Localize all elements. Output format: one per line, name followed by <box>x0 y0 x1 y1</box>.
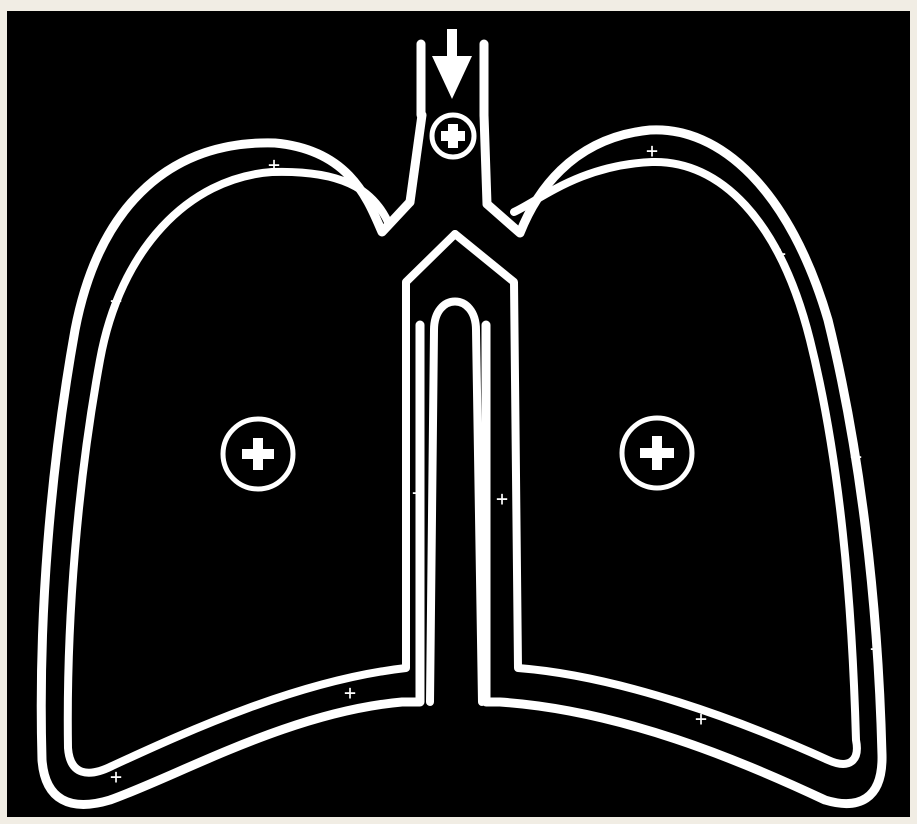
pleural-plus-sign: + <box>110 289 122 313</box>
pleural-plus-sign: + <box>268 153 280 177</box>
pleural-plus-sign: + <box>344 681 356 705</box>
mediastinum <box>434 302 482 703</box>
pleural-plus-sign: + <box>774 242 786 266</box>
pleural-plus-sign: + <box>695 707 707 731</box>
arrow-down-icon <box>432 29 472 99</box>
pleural-plus-sign: + <box>870 637 882 661</box>
trachea-right-lower-wall <box>484 115 487 204</box>
trachea-pressure-marker <box>432 115 474 157</box>
mediastinum-left-edge <box>430 330 434 702</box>
arrow-shaft <box>447 29 457 57</box>
trachea-left-lower-wall <box>410 115 422 202</box>
pleural-plus-sign: + <box>412 481 424 505</box>
pleural-plus-sign: + <box>110 765 122 789</box>
right-lung-pressure-marker <box>622 418 692 488</box>
arrow-head <box>432 56 472 99</box>
pleural-plus-sign: + <box>850 445 862 469</box>
left-lung-pressure-marker <box>223 419 293 489</box>
pleural-plus-sign: + <box>496 487 508 511</box>
pleural-plus-sign: + <box>646 139 658 163</box>
